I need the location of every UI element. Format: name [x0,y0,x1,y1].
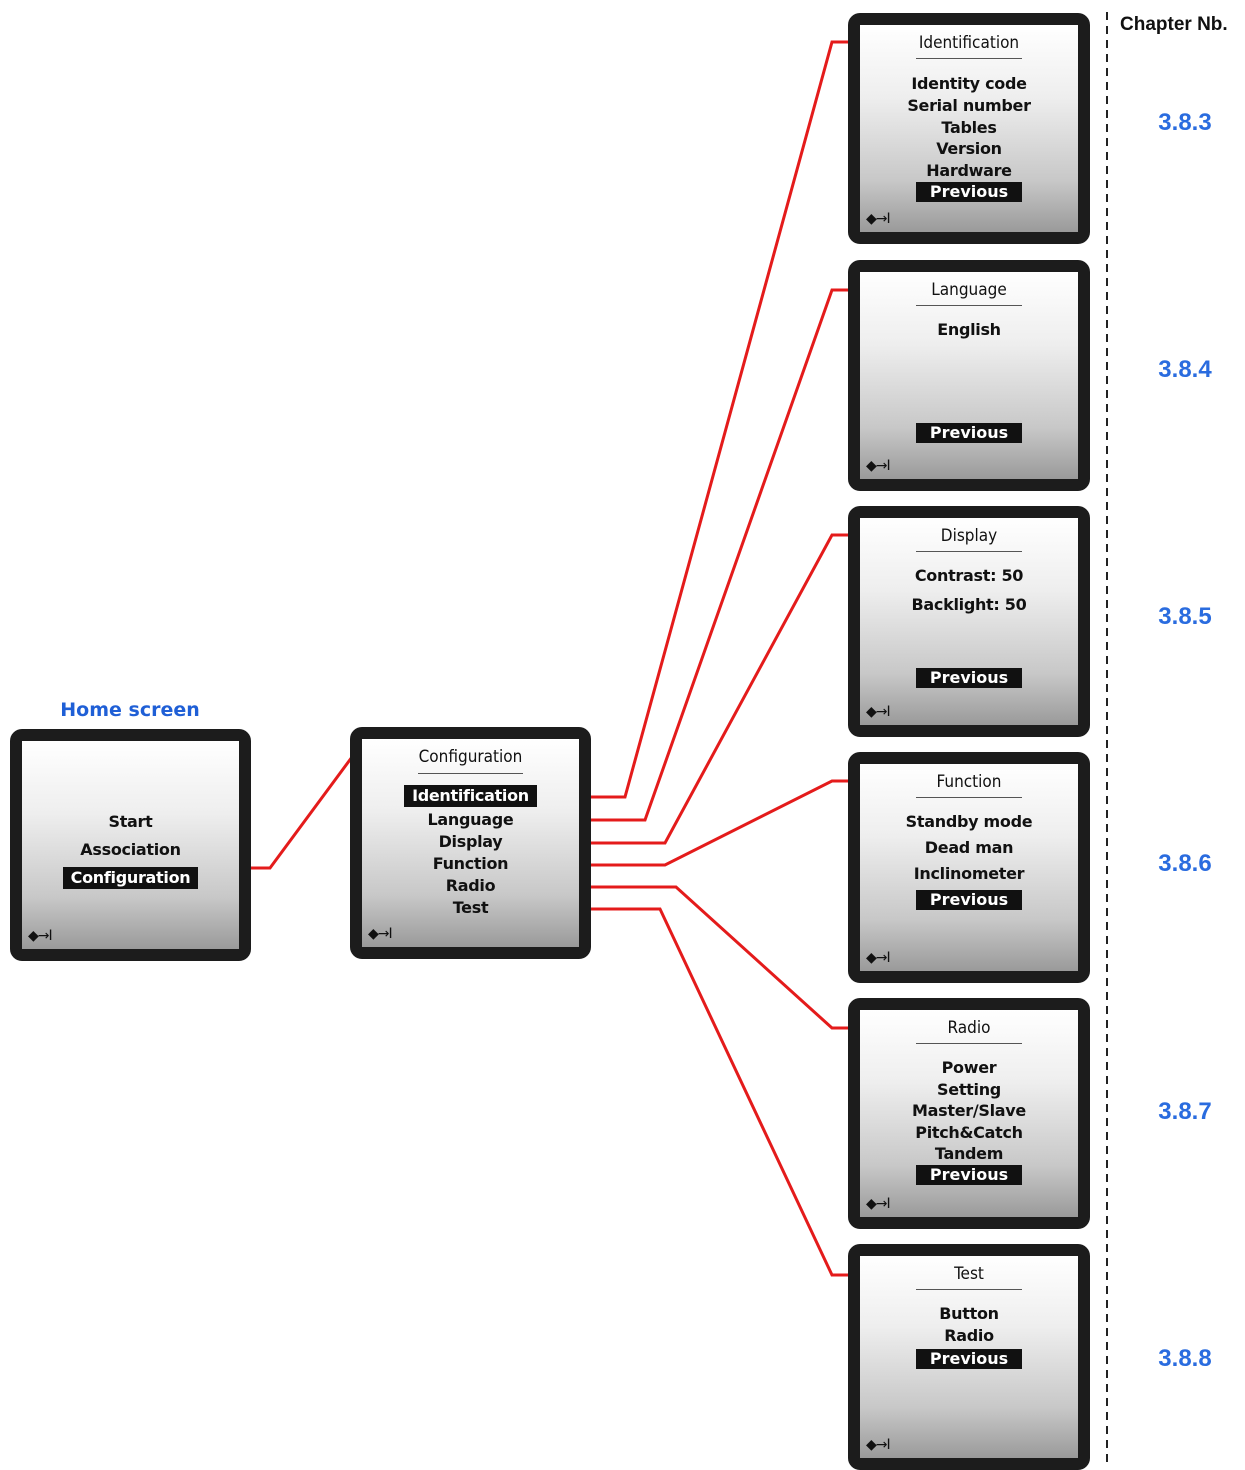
menu-item-inclinometer[interactable]: Inclinometer [913,864,1025,883]
menu-item-tables[interactable]: Tables [941,118,997,137]
title-divider [916,797,1022,798]
previous-button[interactable]: Previous [916,1349,1022,1369]
screen-title: Configuration [418,747,523,767]
function-screen: Function Standby mode Dead man Inclinome… [848,752,1090,983]
chapter-number-display: 3.8.5 [1158,603,1212,630]
title-divider [916,1043,1022,1044]
menu-item-dead-man[interactable]: Dead man [924,838,1014,857]
menu-item-version[interactable]: Version [936,139,1002,158]
display-screen: Display Contrast: 50 Backlight: 50 Previ… [848,506,1090,737]
previous-button[interactable]: Previous [916,668,1022,688]
identification-screen: Identification Identity code Serial numb… [848,13,1090,244]
title-divider [418,773,523,774]
menu-item-backlight[interactable]: Backlight: 50 [911,595,1027,614]
menu-item-standby-mode[interactable]: Standby mode [905,812,1033,831]
screen-title: Function [936,772,1002,792]
chapter-number-identification: 3.8.3 [1158,109,1212,136]
chapter-number-test: 3.8.8 [1158,1345,1212,1372]
menu-item-identification[interactable]: Identification [362,785,579,807]
screen-title: Radio [947,1018,991,1038]
nav-icon: ◆→I [28,928,53,944]
selected-item-label: Identification [404,785,537,807]
home-screen: Start Association Configuration ◆→I [10,729,251,961]
menu-item-language[interactable]: Language [427,810,514,829]
menu-item-english[interactable]: English [937,320,1001,339]
menu-item-contrast[interactable]: Contrast: 50 [914,566,1024,585]
previous-button[interactable]: Previous [916,1165,1022,1185]
chapter-number-language: 3.8.4 [1158,356,1212,383]
menu-item-configuration[interactable]: Configuration [22,867,239,889]
nav-icon: ◆→I [866,950,891,966]
nav-icon: ◆→I [866,1437,891,1453]
configuration-screen: Configuration Identification Language Di… [350,727,591,959]
menu-item-radio[interactable]: Radio [944,1326,994,1345]
menu-item-tandem[interactable]: Tandem [934,1144,1004,1163]
home-screen-caption: Home screen [60,699,200,721]
title-divider [916,1289,1022,1290]
menu-item-power[interactable]: Power [941,1058,997,1077]
menu-item-test[interactable]: Test [452,898,489,917]
chapter-header: Chapter Nb. [1120,14,1228,35]
screen-title: Test [954,1264,984,1284]
title-divider [916,305,1022,306]
nav-icon: ◆→I [368,926,393,942]
nav-icon: ◆→I [866,704,891,720]
menu-item-button[interactable]: Button [939,1304,999,1323]
previous-button[interactable]: Previous [916,182,1022,202]
menu-item-identity-code[interactable]: Identity code [911,74,1027,93]
arrow-to-test [497,907,907,1281]
title-divider [916,58,1022,59]
radio-screen: Radio Power Setting Master/Slave Pitch&C… [848,998,1090,1229]
nav-icon: ◆→I [866,458,891,474]
menu-item-start[interactable]: Start [108,812,153,831]
menu-item-pitch-catch[interactable]: Pitch&Catch [915,1123,1023,1142]
menu-item-setting[interactable]: Setting [937,1080,1001,1099]
previous-button[interactable]: Previous [916,423,1022,443]
selected-item-label: Configuration [62,867,199,889]
menu-item-hardware[interactable]: Hardware [926,161,1012,180]
screen-title: Identification [918,33,1020,53]
menu-item-serial-number[interactable]: Serial number [907,96,1031,115]
chapter-number-function: 3.8.6 [1158,850,1212,877]
nav-icon: ◆→I [866,1196,891,1212]
title-divider [916,551,1022,552]
menu-item-master-slave[interactable]: Master/Slave [912,1101,1026,1120]
menu-item-display[interactable]: Display [438,832,503,851]
menu-item-radio[interactable]: Radio [445,876,496,895]
screen-title: Language [931,280,1007,300]
menu-item-function[interactable]: Function [432,854,509,873]
nav-icon: ◆→I [866,211,891,227]
menu-item-association[interactable]: Association [80,840,181,859]
language-screen: Language English Previous ◆→I [848,260,1090,491]
screen-title: Display [940,526,998,546]
previous-button[interactable]: Previous [916,890,1022,910]
chapter-number-radio: 3.8.7 [1158,1098,1212,1125]
test-screen: Test Button Radio Previous ◆→I [848,1244,1090,1470]
